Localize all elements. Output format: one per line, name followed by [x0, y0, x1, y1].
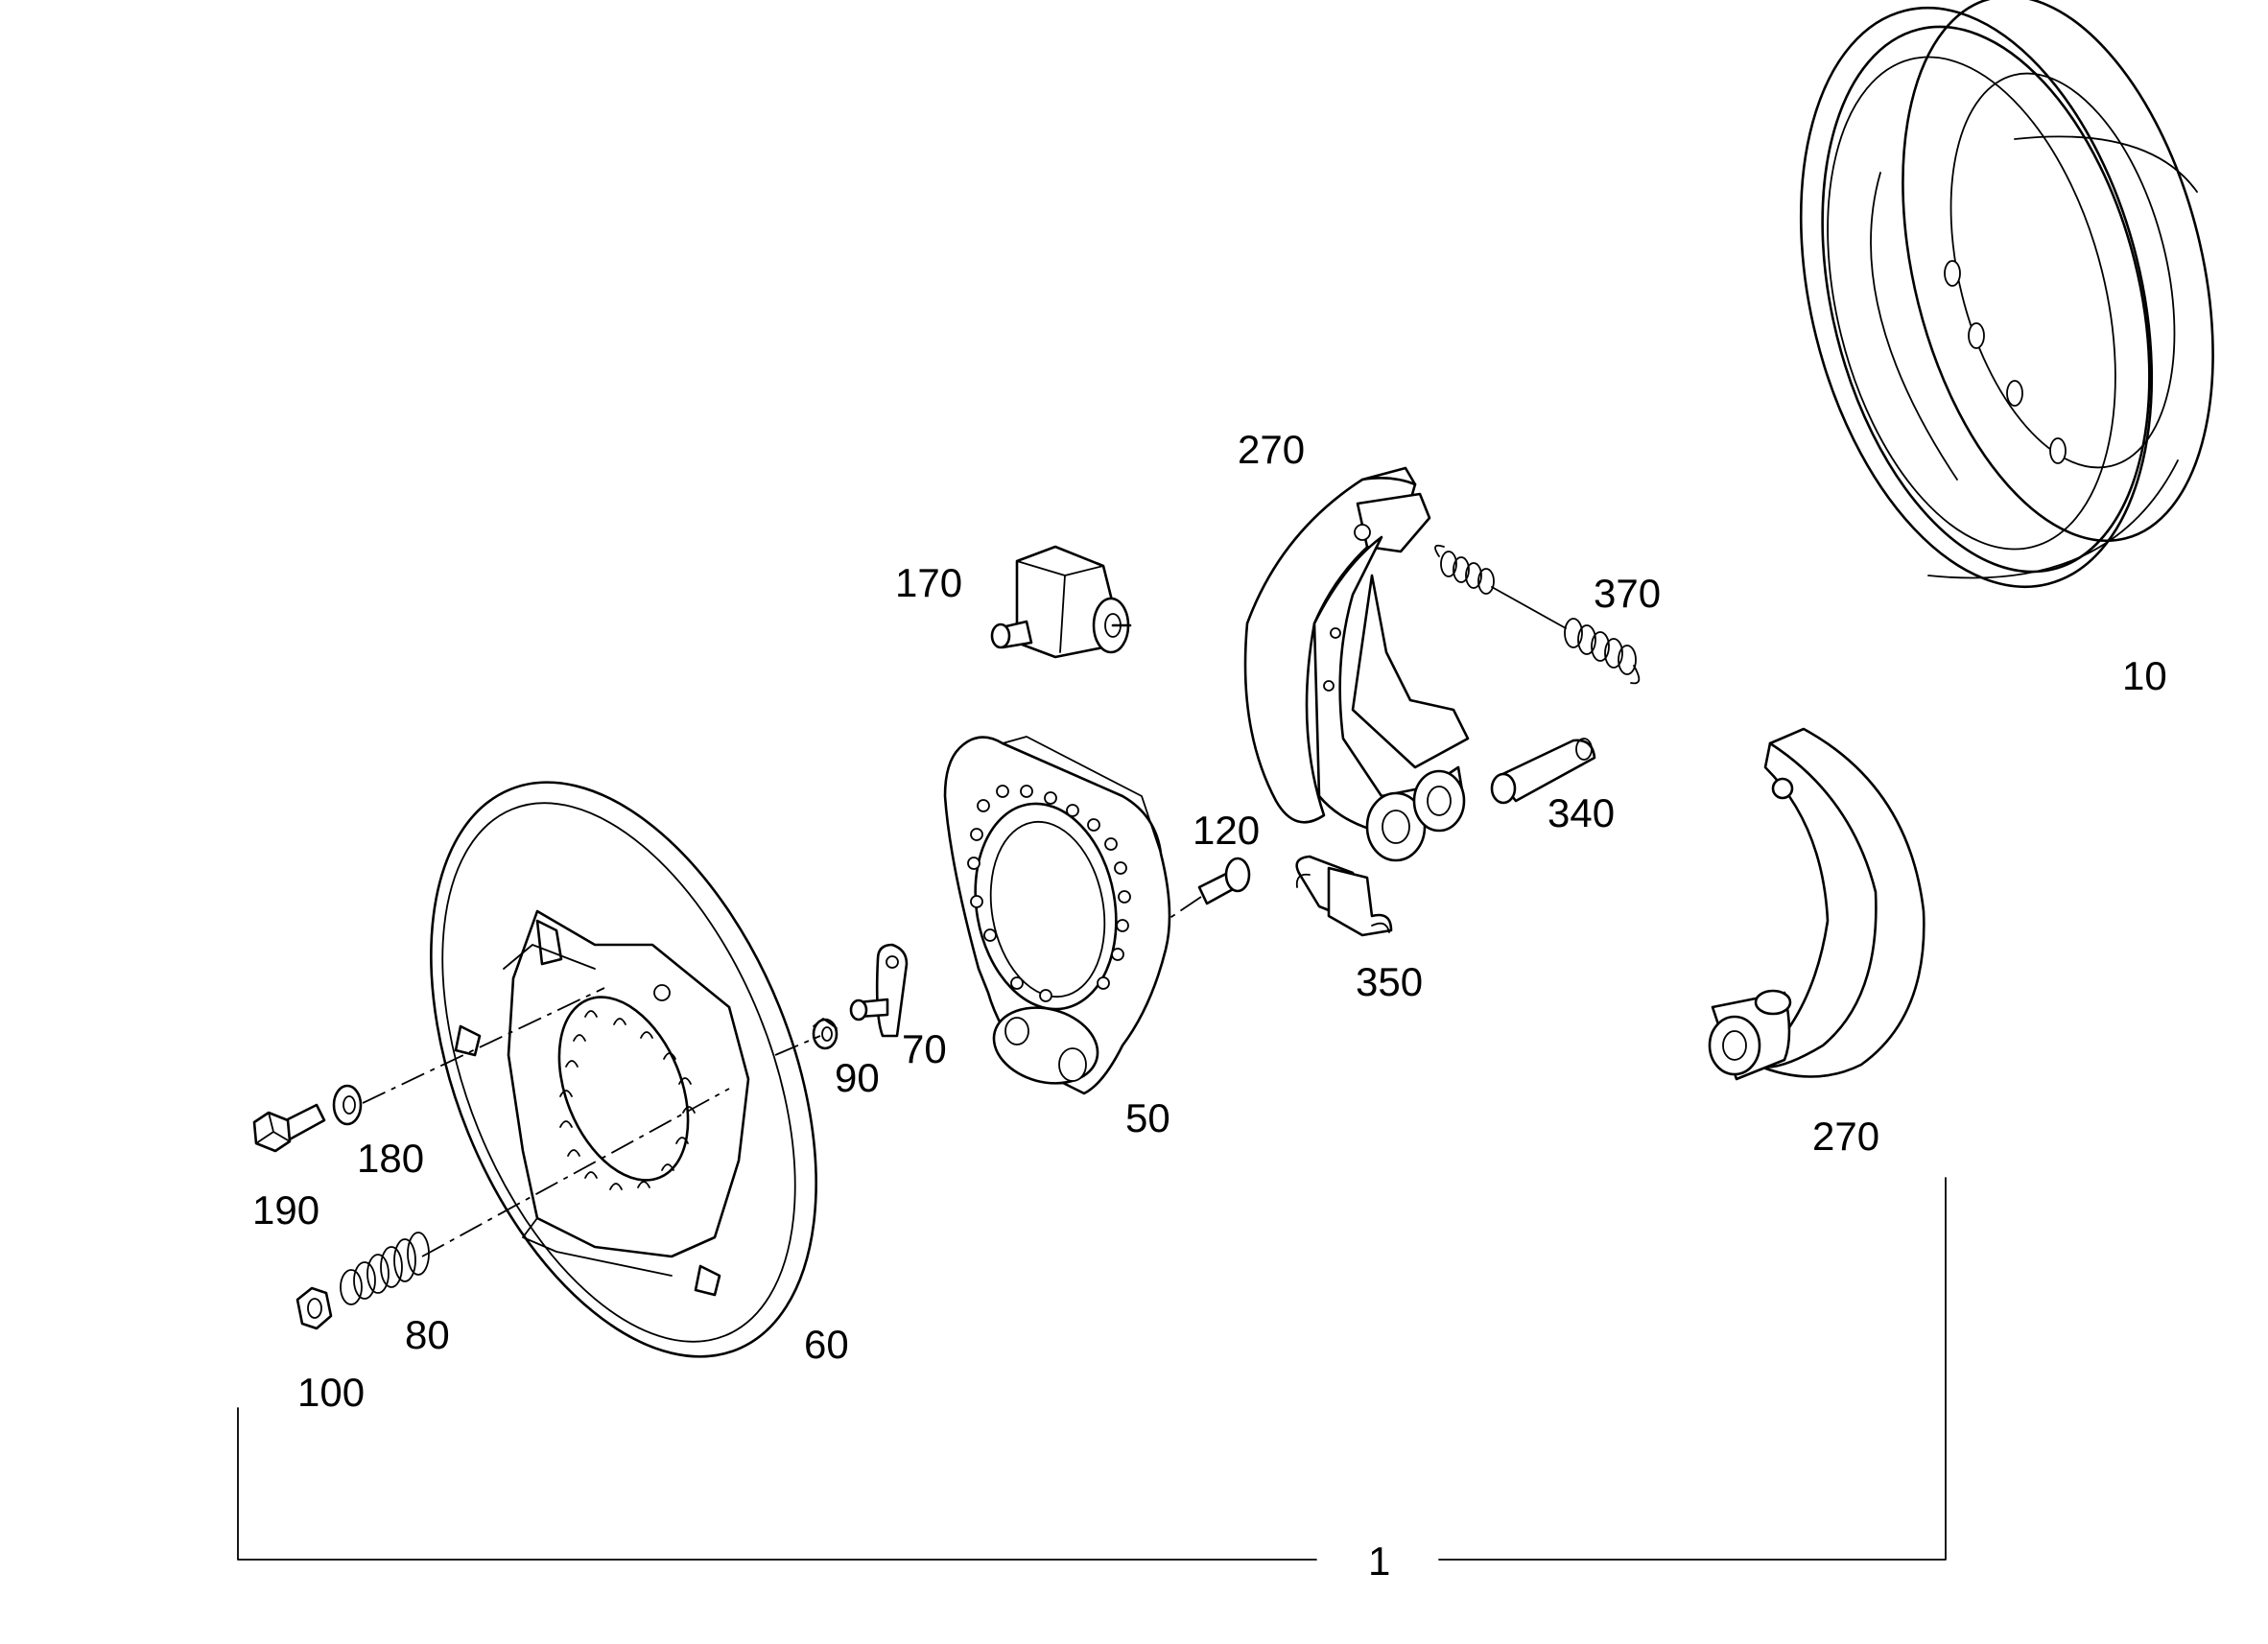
callout-backing-plate: 60 — [804, 1322, 849, 1367]
carrier-plate — [943, 736, 1171, 1095]
center-lines — [362, 987, 821, 1257]
callout-return-spring: 370 — [1594, 571, 1661, 616]
washer — [332, 1084, 363, 1126]
return-springs — [1434, 544, 1641, 685]
callout-bracket: 70 — [902, 1026, 947, 1071]
callout-clip: 350 — [1356, 959, 1423, 1004]
pin — [1490, 738, 1596, 805]
callout-carrier-plate: 50 — [1125, 1095, 1170, 1140]
callout-bolt: 190 — [252, 1187, 319, 1233]
wheel-cylinder — [990, 545, 1132, 659]
bolt — [252, 1103, 326, 1153]
backing-plate — [430, 781, 817, 1358]
brake-drum — [1799, 0, 2214, 589]
lower-brake-shoe — [1708, 727, 1925, 1081]
callout-washer: 180 — [357, 1136, 424, 1181]
bracket — [849, 943, 909, 1038]
callout-screw: 120 — [1193, 808, 1260, 853]
callout-spring: 80 — [405, 1312, 450, 1357]
callout-nut: 100 — [297, 1370, 365, 1415]
callout-drum: 10 — [2122, 653, 2167, 698]
callout-upper-shoe: 270 — [1238, 427, 1305, 472]
screw — [1165, 857, 1251, 922]
assembly-bracket — [237, 1177, 1947, 1561]
clip — [1295, 855, 1393, 937]
nut — [295, 1286, 333, 1330]
callout-assembly: 1 — [1368, 1538, 1390, 1584]
callout-wheel-cylinder: 170 — [895, 560, 962, 605]
small-washer — [812, 1018, 839, 1050]
callout-small-washer: 90 — [835, 1055, 880, 1100]
upper-brake-shoe — [1243, 466, 1470, 862]
callout-pin: 340 — [1547, 790, 1615, 835]
callout-lower-shoe: 270 — [1812, 1114, 1879, 1159]
spring — [340, 1232, 430, 1305]
